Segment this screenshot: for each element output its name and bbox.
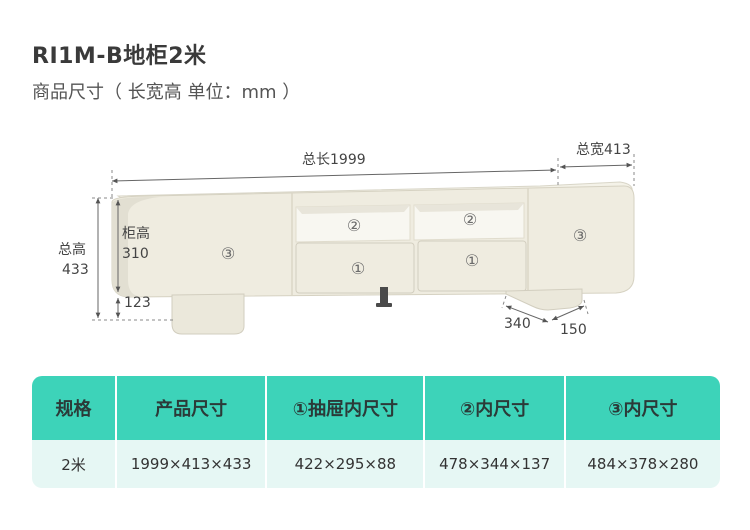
header-open-inner-size: ②内尺寸 [423, 376, 563, 440]
total-height-label: 总高 [58, 242, 86, 258]
page-subtitle: 商品尺寸（ 长宽高 单位：mm ） [32, 82, 301, 103]
total-width-label: 总宽413 [576, 142, 631, 158]
cell-open-inner-size: 478×344×137 [423, 440, 563, 488]
header-product-size: 产品尺寸 [115, 376, 265, 440]
drawer-right [417, 240, 527, 292]
marker-side-right: ③ [573, 226, 587, 245]
leg-left [171, 293, 245, 335]
total-length-label: 总长1999 [302, 152, 366, 168]
header-side-inner-size: ③内尺寸 [563, 376, 720, 440]
cabinet-height-value: 310 [122, 246, 149, 262]
total-height-value: 433 [62, 262, 89, 278]
marker-open-left: ② [347, 216, 361, 235]
cell-spec: 2米 [61, 455, 86, 474]
marker-drawer-right: ① [465, 251, 479, 270]
marker-drawer-left: ① [351, 259, 365, 278]
cell-drawer-inner-size: 422×295×88 [265, 440, 423, 488]
cell-product-size: 1999×413×433 [115, 440, 265, 488]
cabinet-diagram: ③ ② ② ① ① ③ [92, 154, 635, 335]
leg-width-label: 150 [560, 322, 587, 338]
cabinet-height-label: 柜高 [122, 226, 150, 242]
cabinet-left-end [112, 197, 160, 297]
page-title: RI1M-B地柜2米 [32, 44, 207, 69]
header-drawer-inner-size: ①抽屉内尺寸 [265, 376, 423, 440]
total-width-line [559, 162, 633, 170]
marker-side-left: ③ [221, 244, 235, 263]
leg-width-line [551, 305, 585, 321]
cell-side-inner-size: 484×378×280 [563, 440, 720, 488]
table-row: 2米 1999×413×433 422×295×88 478×344×137 4… [32, 440, 720, 488]
drawer-left [295, 242, 415, 294]
leg-length-line [505, 305, 549, 323]
header-spec: 规格 [55, 399, 92, 420]
center-support-foot [380, 287, 388, 303]
leg-length-label: 340 [504, 316, 531, 332]
leg-height-label: 123 [124, 295, 151, 311]
spec-table: 规格 产品尺寸 ①抽屉内尺寸 ②内尺寸 ③内尺寸 2米 1999×413×433… [32, 376, 720, 488]
marker-open-right: ② [463, 210, 477, 229]
table-header-row: 规格 产品尺寸 ①抽屉内尺寸 ②内尺寸 ③内尺寸 [32, 376, 720, 440]
total-length-line [111, 167, 557, 184]
leg-right [505, 288, 583, 311]
